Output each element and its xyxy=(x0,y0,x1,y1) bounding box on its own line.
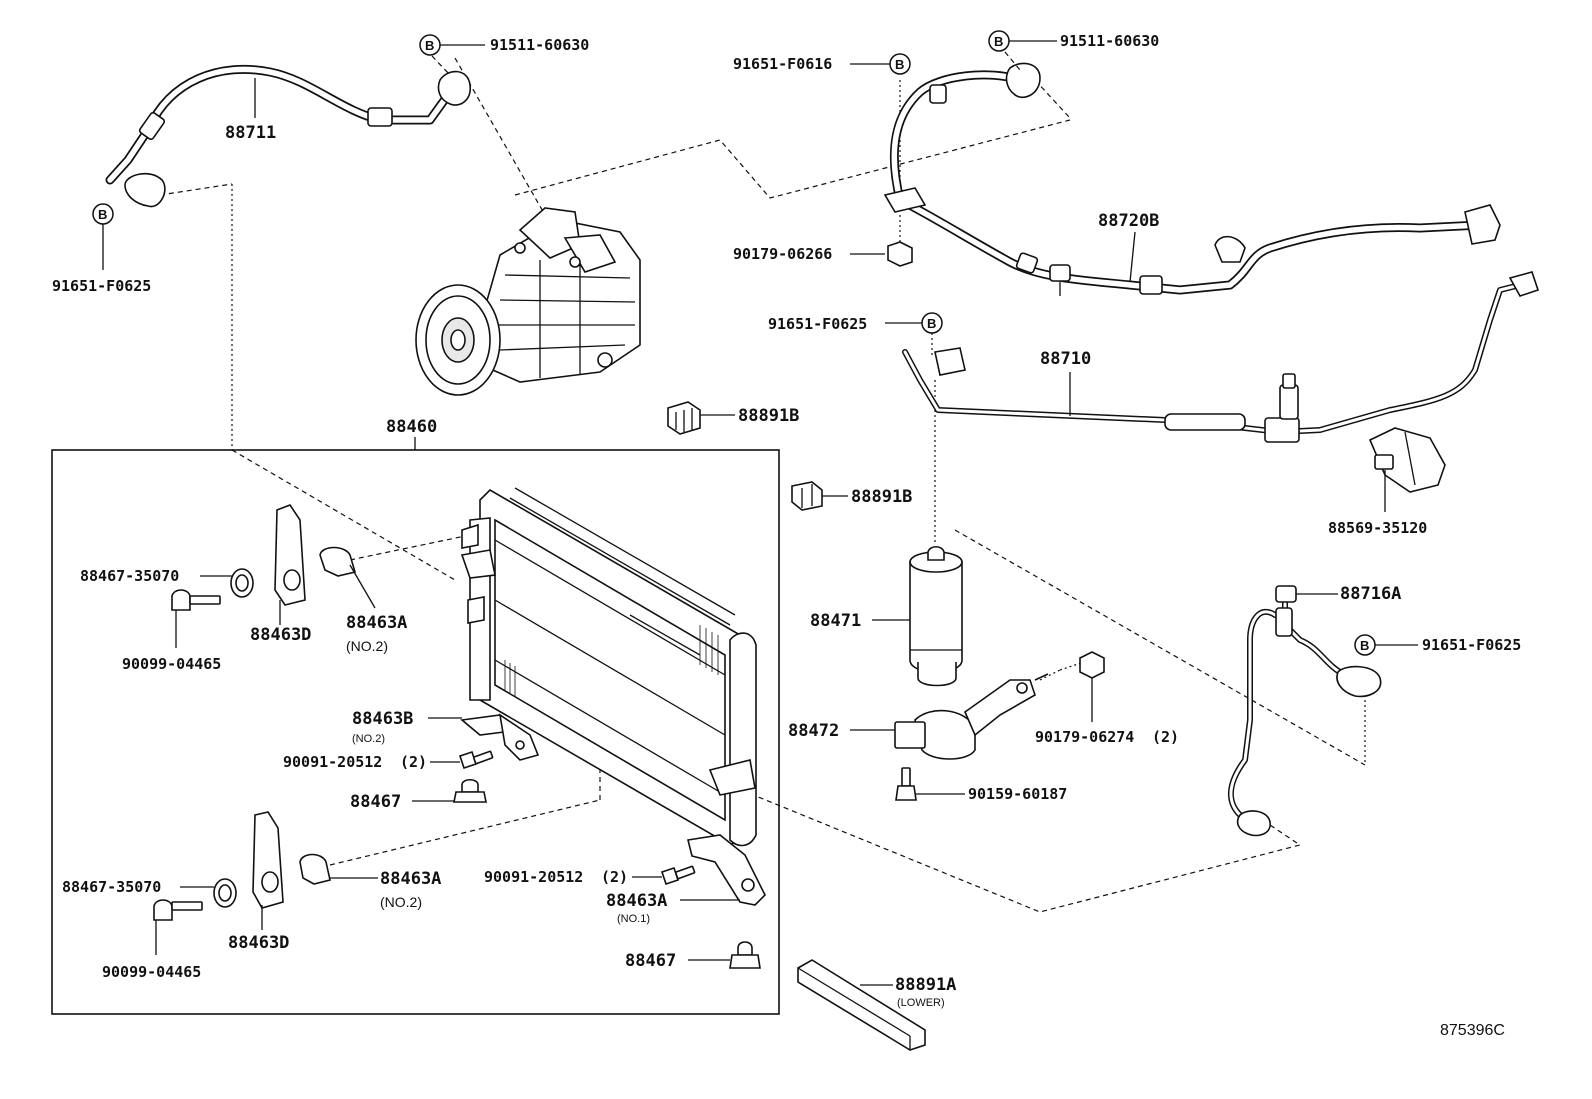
bolt-90091-lower-icon xyxy=(660,865,696,886)
cushion-88467-35070-upper-icon xyxy=(230,568,254,598)
receiver-dryer-icon xyxy=(909,545,963,687)
label-90091-20512-upper-qty: (2) xyxy=(400,753,427,771)
label-91511-60630-right: 91511-60630 xyxy=(1060,32,1159,50)
label-91651-F0625-lower-right: 91651-F0625 xyxy=(1422,636,1521,654)
reference-number: 875396C xyxy=(1440,1022,1505,1039)
label-90099-04465-lower: 90099-04465 xyxy=(102,963,201,981)
label-90159-60187: 90159-60187 xyxy=(968,785,1067,803)
b-marker-left: B xyxy=(92,203,114,225)
label-88463a-upper-note: (NO.2) xyxy=(346,638,388,654)
b-marker-lower-right: B xyxy=(1354,634,1376,656)
label-90179-06274-qty: (2) xyxy=(1152,728,1179,746)
label-88463b-note: (NO.2) xyxy=(352,733,385,745)
b-marker-upper-left: B xyxy=(419,34,441,56)
condenser-core-icon xyxy=(460,487,757,847)
liquid-tube-88710 xyxy=(902,271,1540,443)
svg-text:B: B xyxy=(994,34,1003,49)
bolt-90099-lower-icon xyxy=(153,899,203,921)
svg-text:B: B xyxy=(895,57,904,72)
suction-hose-88720b xyxy=(883,62,1501,296)
label-90091-20512-upper: 90091-20512 xyxy=(283,753,382,771)
liquid-tube-88716a xyxy=(1227,585,1382,837)
label-90091-20512-lower: 90091-20512 xyxy=(484,868,583,886)
label-88467-lower: 88467 xyxy=(625,951,676,971)
label-88467-35070-lower: 88467-35070 xyxy=(62,878,161,896)
bolt-90091-upper-icon xyxy=(458,750,494,770)
label-88460: 88460 xyxy=(386,417,437,437)
seal-88891a-icon xyxy=(797,959,926,1051)
label-88463a-lower-note: (NO.2) xyxy=(380,894,422,910)
label-88463a-upper: 88463A xyxy=(346,613,407,633)
label-88891b-upper: 88891B xyxy=(738,406,799,426)
label-88710: 88710 xyxy=(1040,349,1091,369)
label-88891b-lower: 88891B xyxy=(851,487,912,507)
svg-text:B: B xyxy=(1360,638,1369,653)
receiver-bracket-88472-icon xyxy=(894,673,1049,760)
label-90179-06266: 90179-06266 xyxy=(733,245,832,263)
label-88891a-note: (LOWER) xyxy=(897,997,945,1009)
ac-compressor-icon xyxy=(415,207,641,396)
bracket-88463b-icon xyxy=(460,713,540,761)
label-88472: 88472 xyxy=(788,721,839,741)
clip-88467-upper-icon xyxy=(453,778,487,803)
bracket-88463d-lower-icon xyxy=(252,811,284,909)
alignment-lines xyxy=(159,57,1366,913)
label-91651-F0625-left: 91651-F0625 xyxy=(52,277,151,295)
label-88463a-no1-note: (NO.1) xyxy=(617,913,650,925)
label-88467-upper: 88467 xyxy=(350,792,401,812)
b-marker-mid: B xyxy=(921,312,943,334)
bracket-88463a-no1-icon xyxy=(687,834,766,906)
label-88716a: 88716A xyxy=(1340,584,1401,604)
bolt-90159-60187-icon xyxy=(895,767,917,801)
label-90099-04465-upper: 90099-04465 xyxy=(122,655,221,673)
label-88467-35070-upper: 88467-35070 xyxy=(80,567,179,585)
label-88463a-lower: 88463A xyxy=(380,869,441,889)
label-88569-35120: 88569-35120 xyxy=(1328,519,1427,537)
label-88720b: 88720B xyxy=(1098,211,1159,231)
nut-90179-06266-icon xyxy=(887,241,913,267)
label-91511-60630-left: 91511-60630 xyxy=(490,36,589,54)
label-90091-20512-lower-qty: (2) xyxy=(601,868,628,886)
cushion-88467-35070-lower-icon xyxy=(213,878,237,908)
label-88463d-lower: 88463D xyxy=(228,933,289,953)
label-88891a: 88891A xyxy=(895,975,956,995)
bolt-90099-upper-icon xyxy=(171,589,221,611)
label-88711: 88711 xyxy=(225,123,276,143)
discharge-hose-88711 xyxy=(105,64,471,208)
label-88463a-no1: 88463A xyxy=(606,891,667,911)
pressure-switch-88569-icon xyxy=(1368,427,1446,493)
svg-text:B: B xyxy=(927,316,936,331)
nut-90179-06274-icon xyxy=(1079,651,1105,679)
label-88463b: 88463B xyxy=(352,709,413,729)
svg-text:B: B xyxy=(98,207,107,222)
label-90179-06274: 90179-06274 xyxy=(1035,728,1134,746)
cushion-88891b-upper-icon xyxy=(667,401,701,435)
label-91651-F0616: 91651-F0616 xyxy=(733,55,832,73)
cushion-88891b-lower-icon xyxy=(791,481,823,511)
bracket-88463d-upper-icon xyxy=(274,504,306,606)
label-88463d-upper: 88463D xyxy=(250,625,311,645)
svg-text:B: B xyxy=(425,38,434,53)
label-88471: 88471 xyxy=(810,611,861,631)
bracket-88463a-upper-icon xyxy=(319,546,357,577)
b-marker-upper-right: B xyxy=(988,30,1010,52)
bracket-88463a-lower-icon xyxy=(299,853,331,885)
b-marker-top-mid: B xyxy=(889,53,911,75)
clip-88467-lower-icon xyxy=(729,941,761,969)
label-91651-F0625-mid: 91651-F0625 xyxy=(768,315,867,333)
